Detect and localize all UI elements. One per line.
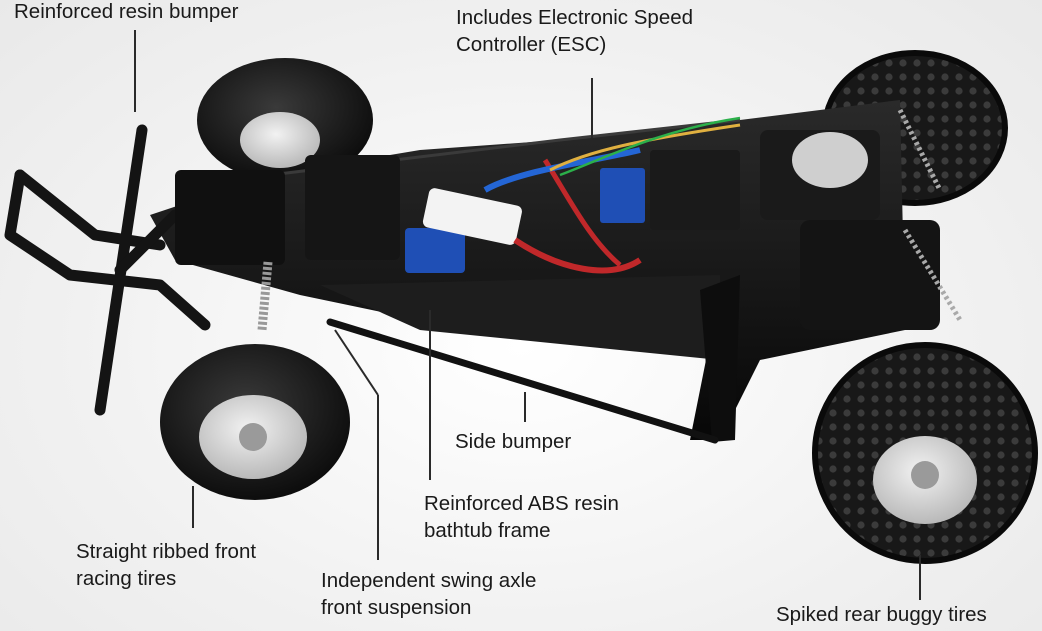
rear-gearbox	[760, 130, 940, 330]
motor	[792, 132, 868, 188]
label-line: racing tires	[76, 567, 177, 590]
blue-battery-pack	[405, 228, 465, 273]
front-ribbed-tire	[160, 344, 350, 500]
leader-suspension	[334, 329, 379, 396]
rear-shock-springs	[897, 108, 963, 322]
rear-spiked-tire	[812, 342, 1038, 564]
front-bulkhead	[175, 170, 285, 265]
side-bumper-rod	[326, 318, 719, 444]
label-line: front suspension	[321, 596, 472, 619]
label-line: Reinforced resin bumper	[14, 0, 239, 23]
label-line: Controller (ESC)	[456, 33, 607, 56]
label-front-suspension: Independent swing axle front suspension	[321, 567, 536, 621]
label-front-tires: Straight ribbed front racing tires	[76, 538, 256, 592]
rear-left-front-tire	[197, 58, 373, 182]
red-wire	[513, 237, 642, 274]
label-line: Spiked rear buggy tires	[776, 603, 987, 626]
electronics	[405, 116, 741, 274]
white-connector	[422, 188, 522, 245]
label-side-bumper: Side bumper	[455, 428, 571, 455]
front-shock-spring	[257, 261, 273, 331]
servo-block	[305, 155, 400, 260]
label-line: bathtub frame	[424, 519, 551, 542]
label-bathtub-frame: Reinforced ABS resin bathtub frame	[424, 490, 619, 544]
label-rear-tires: Spiked rear buggy tires	[776, 601, 987, 628]
label-line: Side bumper	[455, 430, 572, 453]
label-line: Includes Electronic Speed	[456, 6, 694, 29]
label-line: Independent swing axle	[321, 569, 537, 592]
label-esc: Includes Electronic Speed Controller (ES…	[456, 4, 693, 58]
esc-unit	[600, 168, 645, 223]
label-line: Reinforced ABS resin	[424, 492, 619, 515]
front-bumper	[4, 124, 211, 416]
leader-lines	[134, 30, 921, 600]
label-line: Straight ribbed front	[76, 540, 257, 563]
label-reinforced-resin-bumper: Reinforced resin bumper	[14, 0, 238, 25]
